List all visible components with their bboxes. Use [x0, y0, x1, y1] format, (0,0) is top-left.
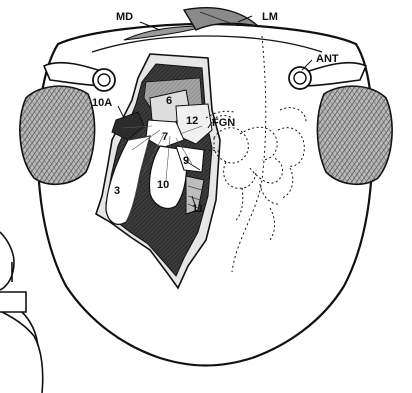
label-12: 12	[186, 115, 198, 127]
left-appendage	[0, 232, 43, 393]
label-3: 3	[114, 185, 120, 197]
label-ant: ANT	[316, 53, 339, 65]
label-7: 7	[162, 131, 168, 143]
label-md: MD	[116, 11, 133, 23]
label-6: 6	[166, 95, 172, 107]
label-10a: 10A	[92, 97, 112, 109]
label-10: 10	[157, 179, 169, 191]
label-fgn: FGN	[212, 117, 235, 129]
label-9: 9	[183, 155, 189, 167]
label-lm: LM	[262, 11, 278, 23]
label-11: 11	[192, 203, 204, 215]
